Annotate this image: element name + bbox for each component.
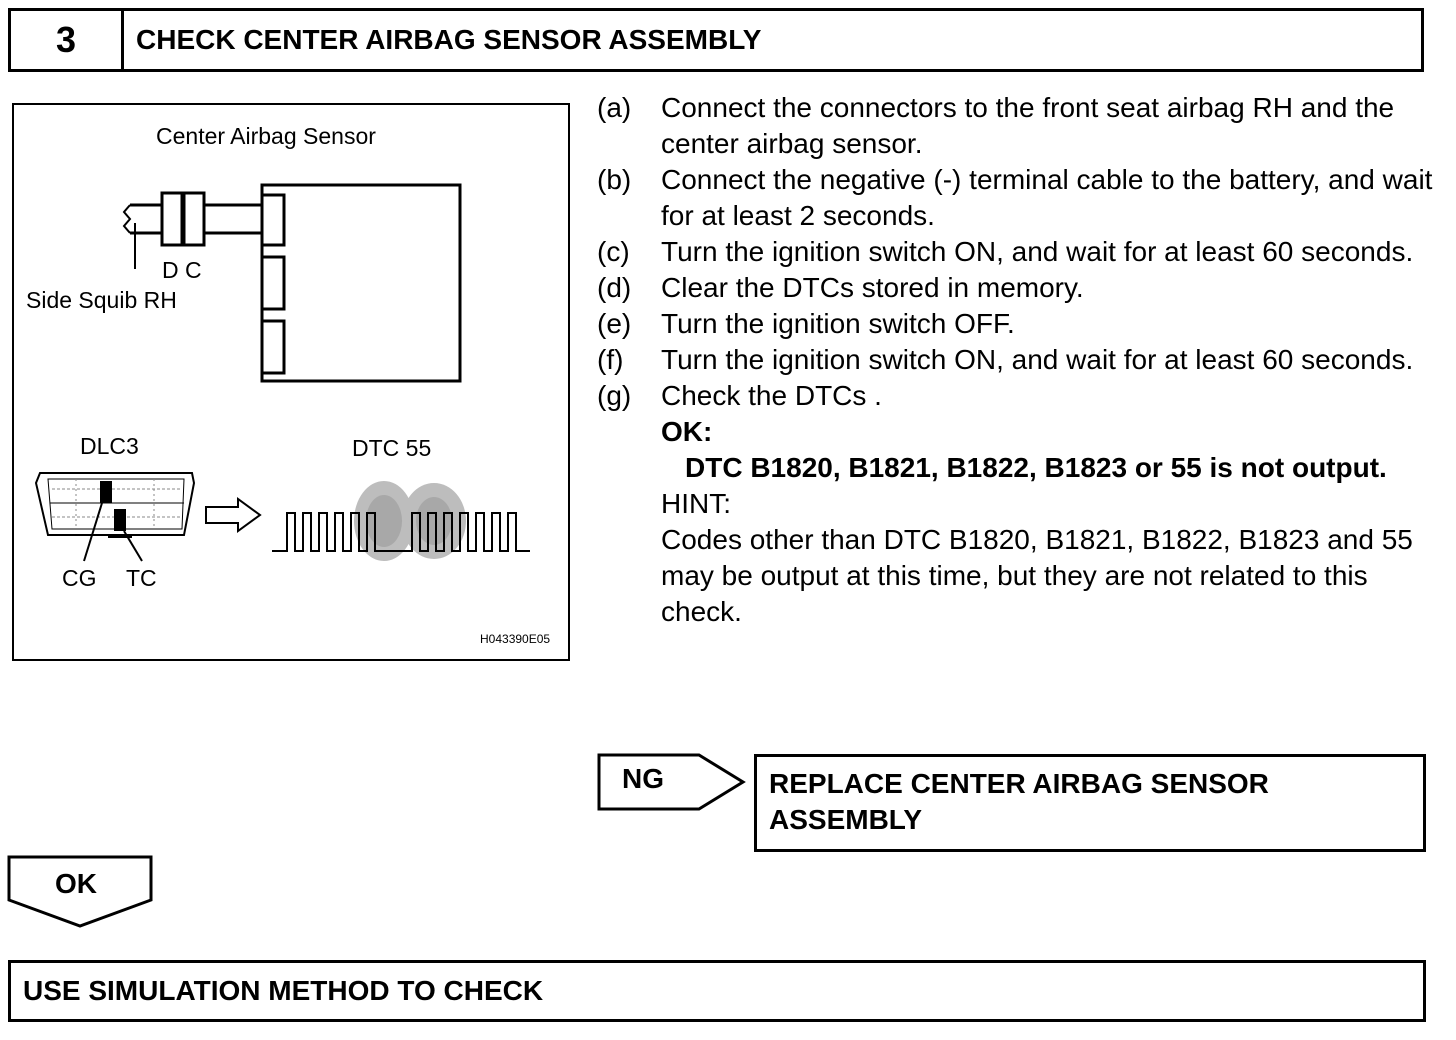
step-text: Turn the ignition switch ON, and wait fo…: [661, 236, 1414, 267]
hint-heading: HINT:: [661, 488, 731, 519]
cg-label: CG: [62, 565, 97, 591]
dlc-label: DLC3: [80, 433, 139, 459]
ok-criteria: DTC B1820, B1821, B1822, B1823 or 55 is …: [685, 452, 1387, 483]
proc-step-a: (a) Connect the connectors to the front …: [597, 90, 1437, 162]
step-letter: (f): [597, 344, 624, 375]
proc-step-e: (e) Turn the ignition switch OFF.: [597, 306, 1437, 342]
sensor-label: Center Airbag Sensor: [156, 123, 376, 149]
proc-step-d: (d) Clear the DTCs stored in memory.: [597, 270, 1437, 306]
sensor-port-2: [260, 255, 286, 311]
step-letter: (c): [597, 236, 630, 267]
step-text: Clear the DTCs stored in memory.: [661, 272, 1084, 303]
connector-c: [182, 191, 206, 247]
tc-terminal: [114, 509, 126, 531]
proc-step-g: (g) Check the DTCs .: [597, 378, 1437, 414]
step-letter: (d): [597, 272, 632, 303]
ng-action-line2: ASSEMBLY: [769, 804, 923, 835]
sensor-port-1: [260, 193, 286, 247]
ng-action-box: REPLACE CENTER AIRBAG SENSOR ASSEMBLY: [754, 754, 1426, 852]
sensor-port-3: [260, 319, 286, 375]
ok-heading: OK:: [661, 416, 713, 447]
procedure: (a) Connect the connectors to the front …: [597, 90, 1437, 630]
connector-d: [160, 191, 184, 247]
step-letter: (a): [597, 92, 632, 123]
step-number: 3: [11, 11, 124, 69]
step-text: Turn the ignition switch OFF.: [661, 308, 1015, 339]
step-letter: (g): [597, 380, 632, 411]
dtc-waveform: [272, 512, 530, 552]
step-text: Connect the negative (-) terminal cable …: [661, 164, 1433, 231]
dtc-label: DTC 55: [352, 435, 432, 461]
final-action-box: USE SIMULATION METHOD TO CHECK: [8, 960, 1426, 1022]
sensor-body: [260, 183, 462, 383]
proc-step-f: (f) Turn the ignition switch ON, and wai…: [597, 342, 1437, 378]
ok-arrow-shape: [7, 855, 153, 928]
squib-label: Side Squib RH: [26, 287, 177, 313]
ok-label: OK: [55, 868, 97, 899]
ng-arrow-shape: [597, 753, 746, 811]
step-text: Check the DTCs .: [661, 380, 882, 411]
proc-step-c: (c) Turn the ignition switch ON, and wai…: [597, 234, 1437, 270]
step-letter: (b): [597, 164, 632, 195]
connector-label: D C: [162, 257, 202, 283]
step-header: 3 CHECK CENTER AIRBAG SENSOR ASSEMBLY: [8, 8, 1424, 72]
tc-label: TC: [126, 565, 157, 591]
ng-label: NG: [622, 763, 664, 794]
result-block: OK: DTC B1820, B1821, B1822, B1823 or 55…: [597, 414, 1437, 630]
wiring-illustration: Center Airbag Sensor D C Side Squib RH D…: [12, 103, 570, 661]
cg-terminal: [100, 481, 112, 503]
figure-code: H043390E05: [480, 632, 551, 646]
step-letter: (e): [597, 308, 632, 339]
illustration-drawing: [34, 183, 530, 562]
step-text: Turn the ignition switch ON, and wait fo…: [661, 344, 1414, 375]
ng-action-line1: REPLACE CENTER AIRBAG SENSOR: [769, 768, 1269, 799]
proc-step-b: (b) Connect the negative (-) terminal ca…: [597, 162, 1437, 234]
step-title: CHECK CENTER AIRBAG SENSOR ASSEMBLY: [136, 24, 762, 55]
flow-arrow: [205, 497, 262, 533]
hint-text: Codes other than DTC B1820, B1821, B1822…: [661, 524, 1413, 627]
step-text: Connect the connectors to the front seat…: [661, 92, 1395, 159]
